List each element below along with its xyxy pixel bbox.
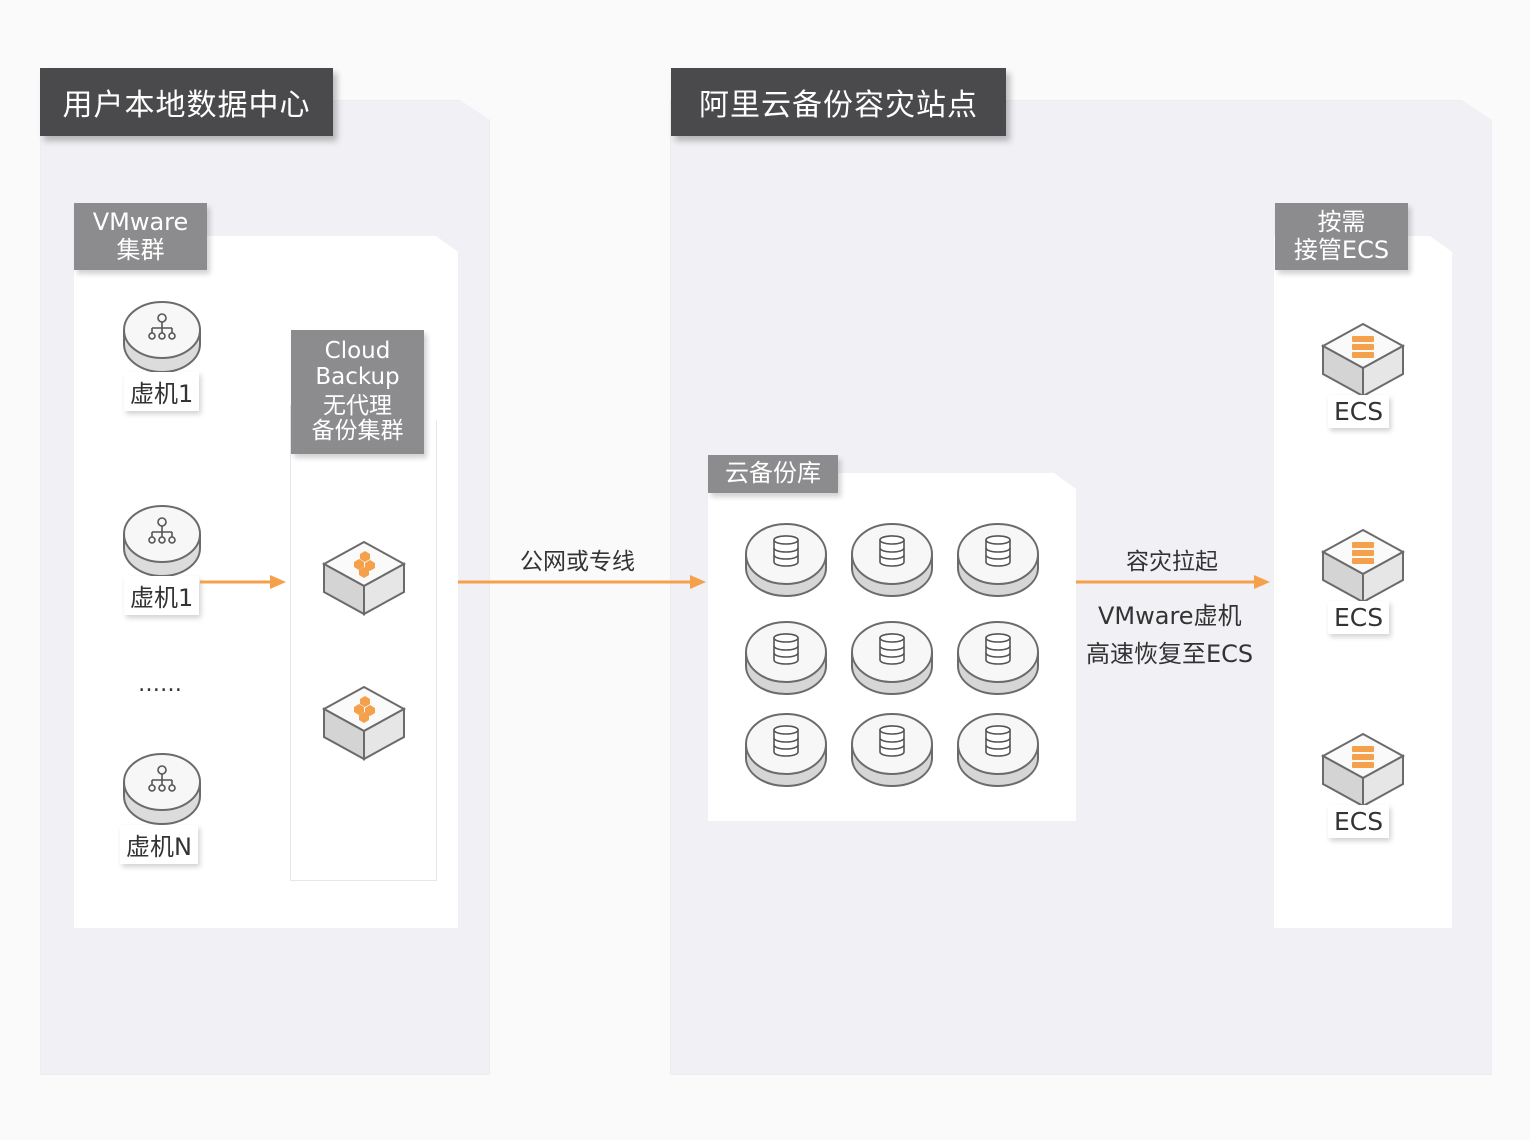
ecs-server-1-icon: [1320, 322, 1406, 398]
backup-node-2-icon: [321, 685, 407, 761]
backup-cluster-tag: Cloud Backup 无代理 备份集群: [291, 330, 424, 454]
vm-ellipsis: ……: [138, 672, 182, 697]
ecs-server-3-label: ECS: [1328, 805, 1390, 838]
local-datacenter-title: 用户本地数据中心: [40, 68, 333, 136]
vmware-cluster-tag: VMware 集群: [74, 203, 207, 270]
network-link-label: 公网或专线: [520, 549, 635, 575]
ecs-server-1-label: ECS: [1328, 395, 1390, 428]
network-arrow: [458, 575, 706, 589]
aliyun-site-title: 阿里云备份容灾站点: [671, 68, 1006, 136]
vm-node-1-icon: [123, 301, 201, 373]
backup-cluster-tag-line4: 备份集群: [311, 418, 404, 445]
vault-disk-icon: [745, 713, 827, 787]
vmware-cluster-tag-line2: 集群: [116, 235, 165, 264]
vault-disk-icon: [957, 621, 1039, 695]
recovery-line1: VMware虚机: [1098, 602, 1242, 630]
vault-disk-icon: [745, 523, 827, 597]
recovery-line2: 高速恢复至ECS: [1086, 640, 1254, 668]
vmware-cluster-tag-line1: VMware: [92, 207, 189, 236]
ecs-tag: 按需 接管ECS: [1275, 203, 1408, 270]
ecs-tag-line2: 接管ECS: [1293, 235, 1390, 264]
ecs-tag-line1: 按需: [1317, 207, 1366, 236]
backup-cluster-tag-line3: 无代理: [323, 393, 392, 419]
vault-disk-icon: [957, 523, 1039, 597]
ecs-server-2-label: ECS: [1328, 601, 1390, 634]
ecs-server-2-icon: [1320, 528, 1406, 604]
backup-vault-tag: 云备份库: [708, 455, 838, 493]
backup-cluster-tag-line2: Backup: [315, 363, 400, 390]
vm-node-n-label: 虚机N: [120, 825, 198, 864]
vm-node-2-label: 虚机1: [124, 576, 200, 615]
recovery-arrow: [1076, 575, 1270, 589]
vm-node-n-icon: [123, 753, 201, 825]
backup-cluster-panel: [290, 405, 437, 881]
vm-to-backup-arrow: [200, 575, 286, 589]
ecs-server-3-icon: [1320, 732, 1406, 808]
vm-node-1-label: 虚机1: [124, 372, 200, 411]
vault-disk-icon: [851, 523, 933, 597]
vault-disk-icon: [957, 713, 1039, 787]
vault-disk-grid: [745, 523, 1039, 787]
backup-node-1-icon: [321, 540, 407, 616]
vm-node-2-icon: [123, 505, 201, 577]
recovery-title: 容灾拉起: [1126, 549, 1218, 575]
vault-disk-icon: [851, 713, 933, 787]
vault-disk-icon: [745, 621, 827, 695]
backup-cluster-tag-line1: Cloud: [324, 338, 391, 365]
vault-disk-icon: [851, 621, 933, 695]
